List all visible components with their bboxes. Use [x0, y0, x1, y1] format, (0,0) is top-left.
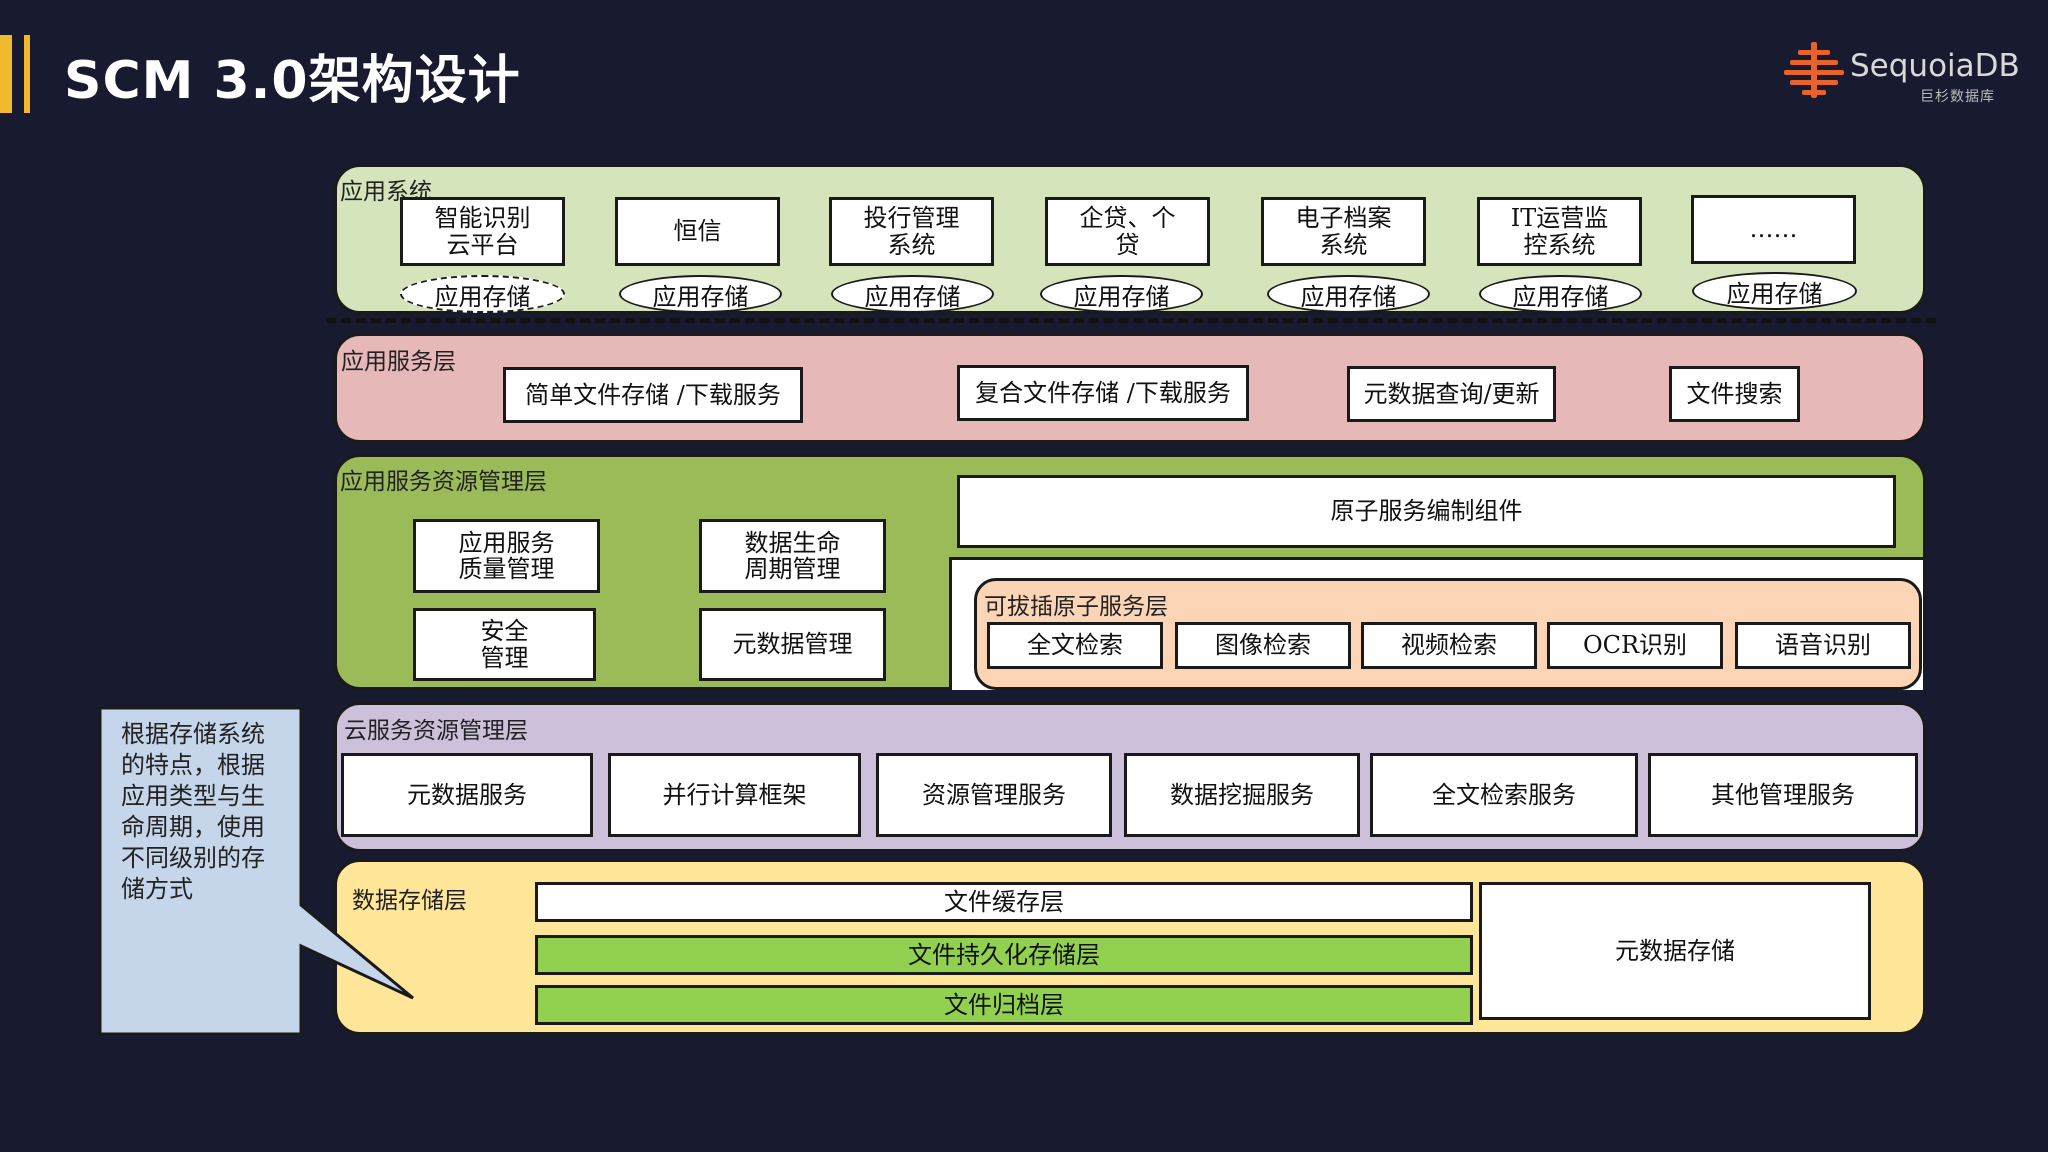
service-box: 复合文件存储 /下载服务	[957, 365, 1249, 421]
resource-layer-label: 应用服务资源管理层	[340, 469, 547, 495]
storage-layer-label: 数据存储层	[352, 888, 467, 914]
app-storage-pill: 应用存储	[619, 275, 782, 313]
logo-name: SequoiaDB	[1850, 48, 2020, 84]
app-storage-pill: 应用存储	[1040, 275, 1203, 313]
pluggable-box: 图像检索	[1175, 622, 1351, 669]
service-box: 简单文件存储 /下载服务	[503, 367, 803, 423]
cloud-service-box: 数据挖掘服务	[1124, 753, 1360, 837]
app-storage-pill: 应用存储	[1479, 275, 1642, 313]
pluggable-box: OCR识别	[1547, 622, 1723, 669]
app-system-box: 电子档案 系统	[1261, 197, 1426, 266]
logo-subtitle: 巨杉数据库	[1920, 89, 1995, 105]
orchestration-box: 原子服务编制组件	[957, 475, 1896, 548]
title-accent-bar-thin	[24, 35, 30, 113]
cloud-service-box: 资源管理服务	[876, 753, 1112, 837]
resource-box: 应用服务 质量管理	[413, 519, 600, 593]
page-title: SCM 3.0架构设计	[64, 51, 521, 111]
cloud-service-box: 全文检索服务	[1370, 753, 1638, 837]
pluggable-box: 全文检索	[987, 622, 1163, 669]
service-box: 元数据查询/更新	[1347, 366, 1556, 422]
app-system-box: 投行管理 系统	[829, 197, 994, 266]
file-persistent-layer: 文件持久化存储层	[535, 935, 1473, 975]
cloud-layer-label: 云服务资源管理层	[344, 718, 528, 744]
app-system-box: 企贷、个 贷	[1045, 197, 1210, 266]
cloud-service-box: 其他管理服务	[1648, 753, 1918, 837]
cloud-service-box: 并行计算框架	[608, 753, 861, 837]
resource-box: 数据生命 周期管理	[699, 519, 886, 593]
sequoia-tree-icon	[1784, 42, 1844, 98]
app-storage-pill: 应用存储	[831, 275, 994, 313]
resource-box: 安全 管理	[413, 608, 596, 681]
cloud-service-box: 元数据服务	[341, 753, 593, 837]
app-system-box: IT运营监 控系统	[1477, 197, 1642, 266]
callout-text: 根据存储系统 的特点，根据 应用类型与生 命周期，使用 不同级别的存 储方式	[121, 720, 265, 903]
app-storage-pill: 应用存储	[400, 275, 565, 313]
sequoiadb-logo: SequoiaDB 巨杉数据库	[1782, 38, 2020, 108]
layer-divider-dashed	[326, 318, 1936, 323]
app-storage-pill: 应用存储	[1267, 275, 1430, 313]
app-system-box: ……	[1691, 195, 1856, 264]
metadata-storage-box: 元数据存储	[1479, 882, 1871, 1020]
file-cache-layer: 文件缓存层	[535, 882, 1473, 922]
app-service-layer	[334, 333, 1926, 443]
pluggable-box: 语音识别	[1735, 622, 1911, 669]
app-system-box: 智能识别 云平台	[400, 197, 565, 266]
resource-box: 元数据管理	[699, 608, 886, 681]
app-storage-pill: 应用存储	[1692, 272, 1857, 310]
app-system-box: 恒信	[615, 197, 780, 266]
pluggable-layer-label: 可拔插原子服务层	[984, 594, 1168, 620]
pluggable-box: 视频检索	[1361, 622, 1537, 669]
service-layer-label: 应用服务层	[341, 349, 456, 375]
file-archive-layer: 文件归档层	[535, 985, 1473, 1025]
title-accent-bar	[0, 35, 12, 113]
service-box: 文件搜索	[1669, 366, 1800, 422]
